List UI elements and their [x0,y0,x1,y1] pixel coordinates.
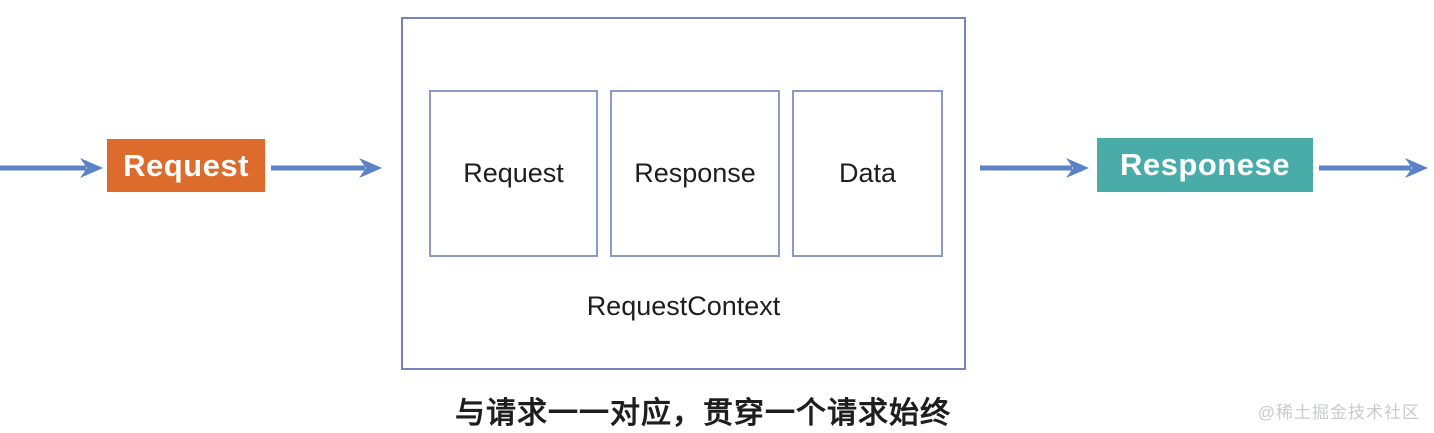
request-context-container: Request Response Data RequestContext [401,17,966,370]
context-container-label: RequestContext [586,291,781,321]
context-response-label: Response [634,158,756,188]
arrow-request-to-context-icon [271,158,382,178]
request-box-label: Request [123,147,249,183]
context-request-box: Request [429,90,598,257]
arrow-in-icon [0,158,103,178]
context-data-label: Data [838,158,897,188]
context-response-box: Response [610,90,780,257]
watermark: @稀土掘金技术社区 [1257,403,1420,422]
context-request-label: Request [463,158,564,188]
arrow-context-to-response-icon [980,158,1089,178]
arrow-out-icon [1319,158,1428,178]
diagram-caption: 与请求一一对应，贯穿一个请求始终 [455,397,951,430]
response-box-label: Responese [1120,147,1290,182]
response-box: Responese [1097,138,1313,192]
request-box: Request [107,139,265,192]
context-data-box: Data [792,90,943,257]
